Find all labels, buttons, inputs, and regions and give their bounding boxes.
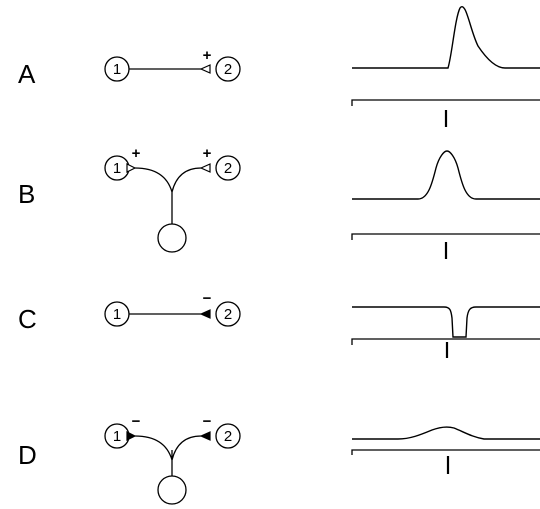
sign-2-c: − xyxy=(203,290,212,307)
response-trace-a xyxy=(352,5,540,69)
response-trace-b xyxy=(352,150,540,200)
row-label-d: D xyxy=(18,440,37,470)
row-label-a: A xyxy=(18,59,36,89)
row-d: D 1 − − 2 xyxy=(18,413,540,505)
neuron-2-d xyxy=(215,423,241,449)
inhibitory-synapse-2-d xyxy=(199,431,211,441)
neuron-1-label-a: 1 xyxy=(113,61,121,78)
row-label-b: B xyxy=(18,179,35,209)
neuron-2-b xyxy=(215,155,241,181)
time-axis-c xyxy=(351,338,540,345)
inhibitory-synapse-c xyxy=(199,309,211,319)
neuron-1-label-d: 1 xyxy=(113,428,121,445)
time-axis-d xyxy=(351,449,540,455)
neuron-1-label-b: 1 xyxy=(113,160,121,177)
response-trace-c xyxy=(352,306,540,338)
cell-body-d xyxy=(157,475,187,505)
time-axis-a xyxy=(351,99,540,106)
row-b: B 1 + + 2 xyxy=(18,145,540,259)
cell-body-b xyxy=(157,223,187,253)
row-label-c: C xyxy=(18,304,37,334)
neuron-2-c xyxy=(215,301,241,327)
time-axis-b xyxy=(351,233,540,240)
sign-2-b: + xyxy=(203,145,212,162)
dendrite-right-b xyxy=(171,167,202,193)
excitatory-synapse-a xyxy=(199,64,211,74)
neuron-2-a xyxy=(215,56,241,82)
response-trace-d xyxy=(352,426,540,440)
sign-1-d: − xyxy=(132,413,141,430)
sign-2-a: + xyxy=(203,47,212,64)
row-a: A 1 + 2 xyxy=(18,5,540,127)
row-c: C 1 − 2 xyxy=(18,290,540,358)
dendrite-left-d xyxy=(134,435,173,461)
sign-1-b: + xyxy=(132,145,141,162)
neuron-1-label-c: 1 xyxy=(113,306,121,323)
excitatory-synapse-2-b xyxy=(199,163,211,173)
excitatory-synapse-1-b xyxy=(126,163,137,173)
sign-2-d: − xyxy=(203,413,212,430)
neuron-2-label-a: 2 xyxy=(224,61,232,78)
neuron-2-label-d: 2 xyxy=(224,428,232,445)
neuron-2-label-c: 2 xyxy=(224,306,232,323)
dendrite-left-b xyxy=(134,167,173,224)
inhibitory-synapse-1-d xyxy=(126,431,137,441)
neuron-2-label-b: 2 xyxy=(224,160,232,177)
dendrite-right-d xyxy=(171,435,202,476)
